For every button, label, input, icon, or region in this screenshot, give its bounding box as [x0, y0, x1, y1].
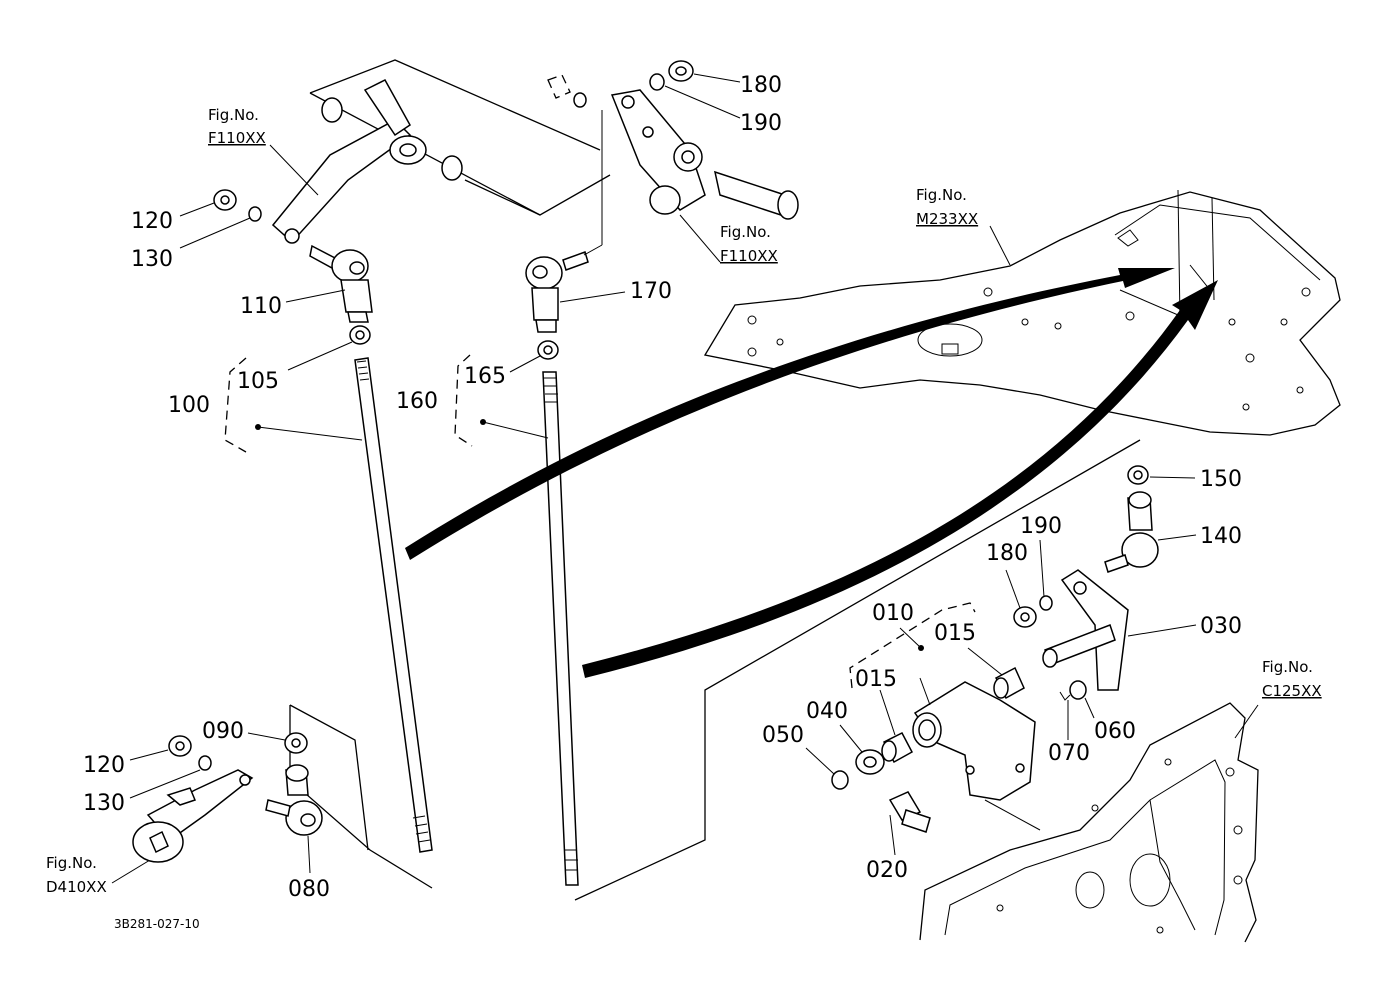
callout-120-top: 120: [131, 209, 173, 234]
callout-050: 050: [762, 723, 804, 748]
callout-190-top: 190: [740, 111, 782, 136]
callout-130-top: 130: [131, 247, 173, 272]
figref-f110-top-right-prefix: Fig.No.: [720, 223, 771, 241]
callout-105: 105: [237, 369, 279, 394]
ball-joint-110: [285, 244, 373, 323]
nut-105: [287, 325, 371, 371]
callout-165: 165: [464, 364, 506, 389]
callout-010: 010: [872, 601, 914, 626]
callout-140: 140: [1200, 524, 1242, 549]
figref-f110-top-left-prefix: Fig.No.: [208, 106, 259, 124]
leader-lines: [111, 144, 1259, 884]
callout-190-mid: 190: [1020, 514, 1062, 539]
callout-060: 060: [1094, 719, 1136, 744]
callout-015-b: 015: [855, 667, 897, 692]
frame-plate: [703, 189, 1341, 436]
figure-reference-labels: Fig.No. F110XX Fig.No. F110XX Fig.No. M2…: [46, 106, 1322, 896]
callout-090: 090: [202, 719, 244, 744]
callout-110: 110: [240, 294, 282, 319]
callout-080: 080: [288, 877, 330, 902]
callout-100: 100: [168, 393, 210, 418]
callout-040: 040: [806, 699, 848, 724]
figref-c125-prefix: Fig.No.: [1262, 658, 1313, 676]
callout-020: 020: [866, 858, 908, 883]
bracket-160: [454, 354, 473, 447]
lower-left-assembly: [129, 704, 433, 889]
nut-165: [509, 340, 559, 373]
figref-f110-top-left-code: F110XX: [208, 129, 266, 147]
rod-160: [480, 371, 579, 886]
callout-070: 070: [1048, 741, 1090, 766]
callout-030: 030: [1200, 614, 1242, 639]
ball-joint-170: [525, 110, 626, 333]
callout-015-a: 015: [934, 621, 976, 646]
figref-d410-code: D410XX: [46, 878, 107, 896]
callout-180-top: 180: [740, 73, 782, 98]
part-number-callouts: 180 190 120 130 110 170 105 165 100 160 …: [83, 73, 1242, 902]
callout-130-bot: 130: [83, 791, 125, 816]
figref-f110-top-right-code: F110XX: [720, 247, 778, 265]
lower-right-assembly: [574, 439, 1259, 943]
callout-150: 150: [1200, 467, 1242, 492]
figref-d410-prefix: Fig.No.: [46, 854, 97, 872]
callout-180-mid: 180: [986, 541, 1028, 566]
callout-160: 160: [396, 389, 438, 414]
drawing-code: 3B281-027-10: [114, 917, 200, 931]
callout-120-bot: 120: [83, 753, 125, 778]
callout-170: 170: [630, 279, 672, 304]
rod-100: [255, 357, 433, 853]
figref-m233-prefix: Fig.No.: [916, 186, 967, 204]
upper-linkage: [271, 59, 799, 244]
figref-c125-code: C125XX: [1262, 682, 1322, 700]
figref-m233-code: M233XX: [916, 210, 978, 228]
nut-washer-top-left: [179, 189, 262, 249]
